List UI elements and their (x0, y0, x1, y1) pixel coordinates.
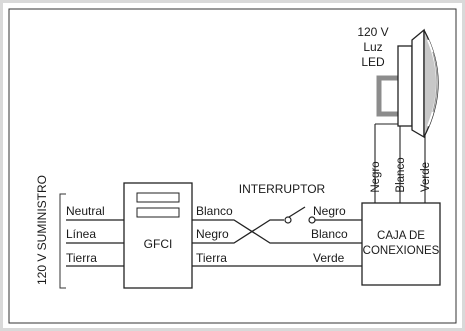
inner-border (8, 8, 457, 324)
supply-wire-neutral: Neutral (66, 204, 105, 218)
gfci-label: GFCI (144, 237, 173, 251)
junction-box-line2: CONEXIONES (363, 245, 440, 257)
box-in-negro: Negro (313, 204, 346, 218)
gfci-out-tierra: Tierra (196, 251, 227, 265)
switch-contact-left (284, 216, 292, 224)
fixture-wire-blanco: Blanco (395, 157, 407, 192)
supply-wire-tierra: Tierra (66, 251, 97, 265)
supply-label: 120 V SUMINISTRO (35, 175, 49, 285)
box-in-blanco: Blanco (311, 227, 348, 241)
fixture-label-line1: 120 V (357, 25, 388, 39)
supply-bracket (59, 193, 66, 289)
box-in-verde: Verde (313, 251, 345, 265)
gfci-out-blanco: Blanco (196, 204, 233, 218)
fixture-wire-verde: Verde (420, 162, 432, 192)
fixture-wire-negro: Negro (370, 161, 382, 192)
wire-negro-to-switch (192, 219, 284, 244)
led-fixture (376, 28, 439, 139)
gfci-button-bottom (136, 207, 180, 218)
gfci-box (123, 182, 193, 289)
switch-lever (288, 206, 306, 218)
fixture-label-line3: LED (361, 55, 385, 69)
supply-wire-linea: Línea (66, 227, 96, 241)
fixture-label-line2: Luz (363, 40, 382, 54)
gfci-out-negro: Negro (196, 227, 229, 241)
junction-box-line1: CAJA DE (377, 230, 425, 242)
gfci-button-top (136, 192, 180, 203)
junction-box (361, 202, 441, 286)
switch-label: INTERRUPTOR (239, 182, 326, 196)
